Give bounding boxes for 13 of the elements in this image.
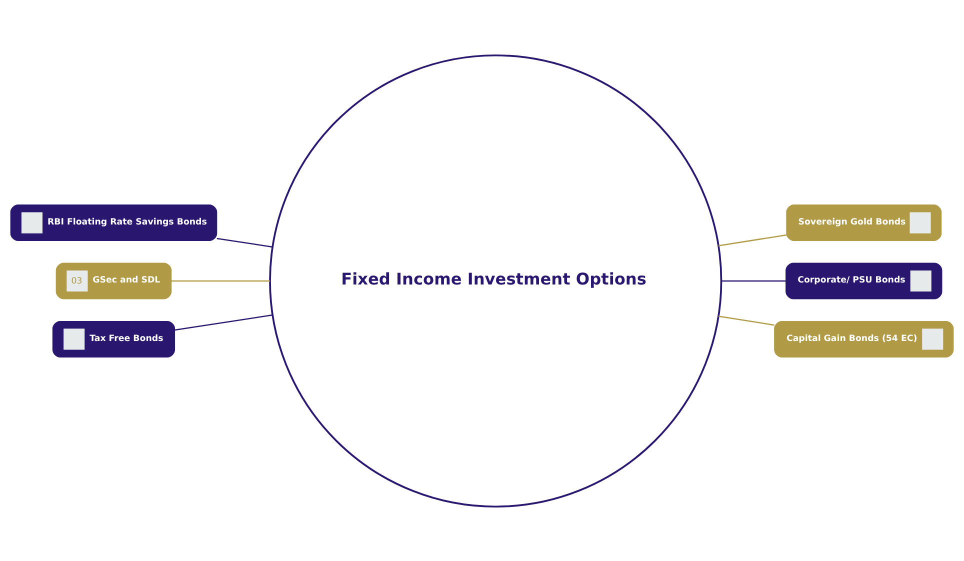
node-box: Corporate/ PSU Bonds xyxy=(786,262,942,299)
connector xyxy=(721,280,786,282)
node-box: 03 GSec and SDL xyxy=(56,262,172,299)
node-box: Capital Gain Bonds (54 EC) xyxy=(774,320,954,357)
connector xyxy=(718,234,787,246)
connector xyxy=(718,315,774,326)
node-circle: Fixed Income Investment Options xyxy=(269,54,722,508)
connector xyxy=(171,280,270,282)
node-box: RBI Floating Rate Savings Bonds xyxy=(10,204,218,241)
connector xyxy=(174,314,273,330)
connector xyxy=(216,237,273,248)
node-box: Sovereign Gold Bonds xyxy=(786,204,942,241)
node-box: Tax Free Bonds xyxy=(52,320,176,357)
